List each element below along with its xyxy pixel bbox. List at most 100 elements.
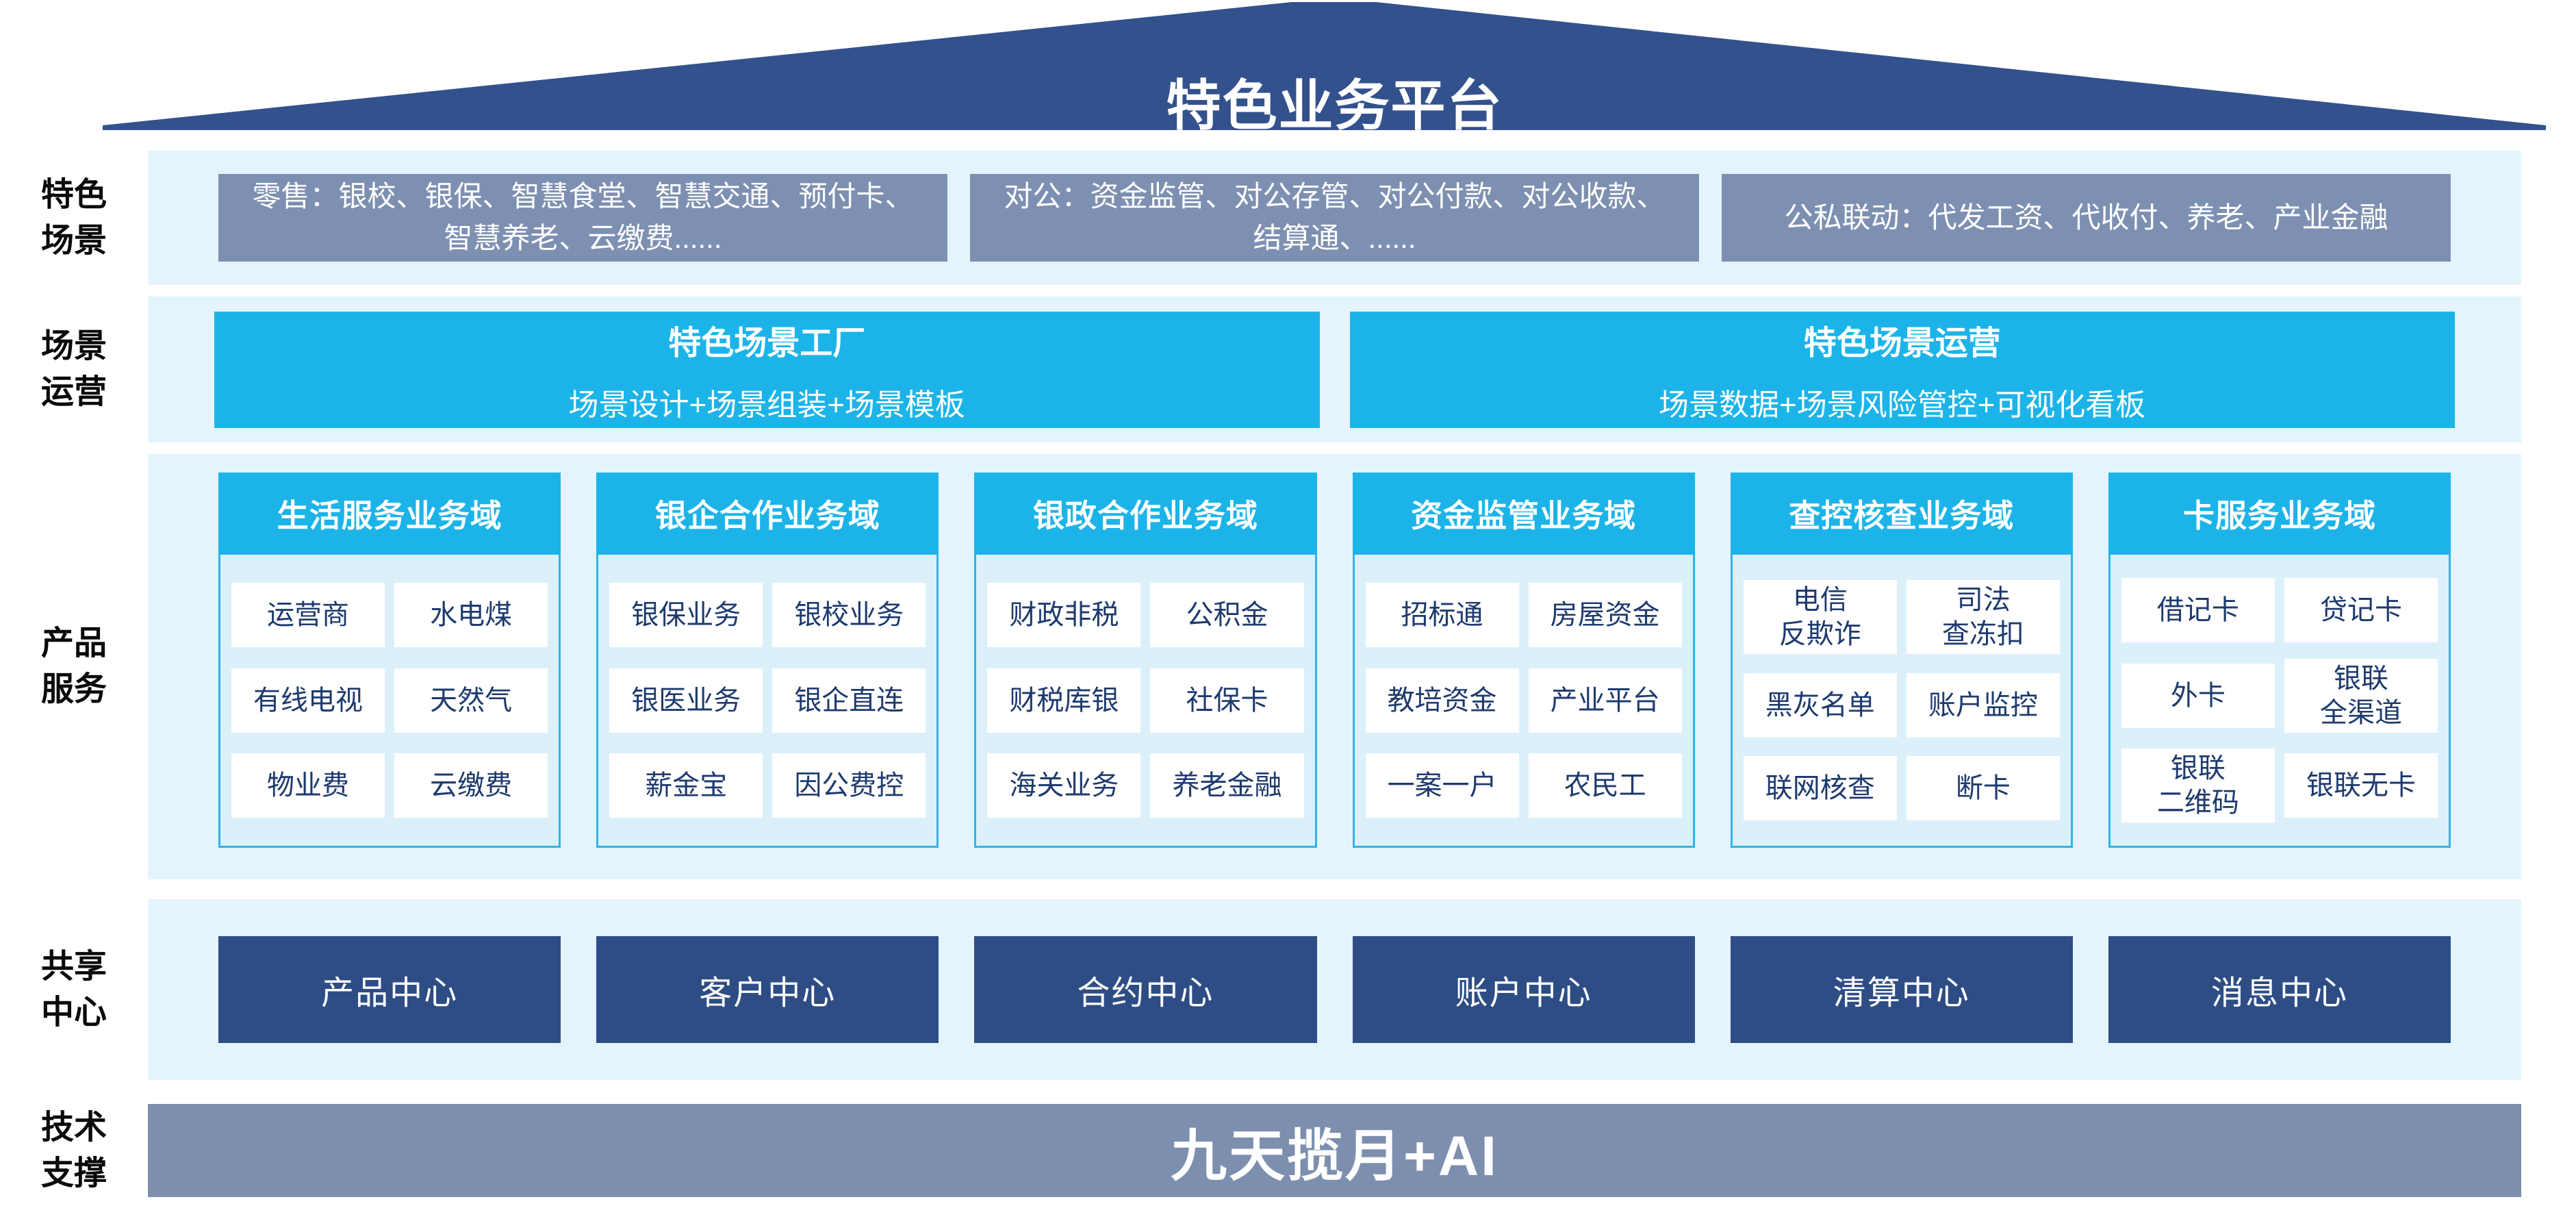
service-cell: 社保卡 [1150,668,1304,733]
domain-header: 卡服务业务域 [2108,473,2451,555]
scene-factory-box: 特色场景工厂 场景设计+场景组装+场景模板 [214,311,1320,428]
center-box-account: 账户中心 [1352,936,1695,1043]
domain-header: 银政合作业务域 [974,473,1317,555]
side-label-tech: 技术 支撑 [40,1109,107,1192]
center-box-customer: 客户中心 [596,936,939,1043]
service-cell: 因公费控 [772,753,926,818]
scenes-band: 零售：银校、银保、智慧食堂、智慧交通、预付卡、智慧养老、云缴费...... 对公… [148,151,2521,285]
roof-banner [103,2,2546,130]
scene-box-retail: 零售：银校、银保、智慧食堂、智慧交通、预付卡、智慧养老、云缴费...... [218,174,947,262]
service-cell: 财税库银 [987,668,1141,733]
domain-column-bank-government: 银政合作业务域 财政非税 公积金 财税库银 社保卡 海关业务 养老金融 [974,473,1317,848]
side-label-shared: 共享 中心 [40,948,107,1031]
service-cell: 账户监控 [1906,672,2060,738]
operation-band: 特色场景工厂 场景设计+场景组装+场景模板 特色场景运营 场景数据+场景风险管控… [148,297,2521,442]
cell-row: 银保业务 银校业务 [609,582,926,647]
service-cell: 天然气 [394,668,548,733]
cell-row: 有线电视 天然气 [231,668,548,733]
cell-row: 招标通 房屋资金 [1365,582,1682,647]
service-cell: 银医业务 [609,668,763,733]
service-cell: 断卡 [1906,755,2060,820]
service-cell: 有线电视 [231,668,385,733]
service-cell: 银联无卡 [2284,753,2438,818]
service-cell: 银保业务 [609,582,763,647]
domain-header: 资金监管业务域 [1352,473,1695,555]
domain-column-life-services: 生活服务业务域 运营商 水电煤 有线电视 天然气 物业费 云缴费 [218,473,561,848]
cell-row: 一案一户 农民工 [1365,753,1682,818]
cell-row: 银医业务 银企直连 [609,668,926,733]
cell-row: 海关业务 养老金融 [987,753,1304,818]
cell-row: 电信 反欺诈 司法 查冻扣 [1743,580,2060,655]
cell-row: 财政非税 公积金 [987,582,1304,647]
service-cell: 水电煤 [394,582,548,647]
service-cell: 物业费 [231,753,385,818]
service-cell: 财政非税 [987,582,1141,647]
roof-shape [103,2,2546,130]
domain-column-card-services: 卡服务业务域 借记卡 贷记卡 外卡 银联 全渠道 银联 二维码 银联无卡 [2108,473,2451,848]
service-cell: 借记卡 [2121,577,2275,642]
scene-factory-title: 特色场景工厂 [668,325,866,362]
service-cell: 运营商 [231,582,385,647]
cell-row: 物业费 云缴费 [231,753,548,818]
service-cell: 黑灰名单 [1743,672,1897,738]
cell-row: 运营商 水电煤 [231,582,548,647]
scene-operation-title: 特色场景运营 [1803,325,2001,362]
service-cell: 云缴费 [394,753,548,818]
domain-body: 银保业务 银校业务 银医业务 银企直连 薪金宝 因公费控 [596,555,939,848]
scene-box-corporate: 对公：资金监管、对公存管、对公付款、对公收款、结算通、...... [970,174,1699,262]
domain-body: 运营商 水电煤 有线电视 天然气 物业费 云缴费 [218,555,561,848]
cell-row: 外卡 银联 全渠道 [2121,658,2438,733]
service-cell: 养老金融 [1150,753,1304,818]
products-band: 生活服务业务域 运营商 水电煤 有线电视 天然气 物业费 云缴费 银企合作业务域 [148,454,2521,879]
domain-body: 借记卡 贷记卡 外卡 银联 全渠道 银联 二维码 银联无卡 [2108,555,2451,848]
service-cell: 银校业务 [772,582,926,647]
domain-column-inquiry-control: 查控核查业务域 电信 反欺诈 司法 查冻扣 黑灰名单 账户监控 联网核查 断卡 [1730,473,2073,848]
center-box-product: 产品中心 [218,936,561,1043]
service-cell: 银企直连 [772,668,926,733]
domain-header: 查控核查业务域 [1730,473,2073,555]
service-cell: 薪金宝 [609,753,763,818]
service-cell: 教培资金 [1365,668,1519,733]
center-box-clearing: 清算中心 [1730,936,2073,1043]
service-cell: 公积金 [1150,582,1304,647]
cell-row: 银联 二维码 银联无卡 [2121,749,2438,823]
scene-operation-subtitle: 场景数据+场景风险管控+可视化看板 [1659,388,2146,422]
side-label-products: 产品 服务 [40,625,107,707]
service-cell: 产业平台 [1528,668,1682,733]
cell-row: 财税库银 社保卡 [987,668,1304,733]
scene-operation-box: 特色场景运营 场景数据+场景风险管控+可视化看板 [1349,311,2455,428]
cell-row: 教培资金 产业平台 [1365,668,1682,733]
center-box-message: 消息中心 [2108,936,2451,1043]
shared-band: 产品中心 客户中心 合约中心 账户中心 清算中心 消息中心 [148,899,2521,1080]
side-label-scenes: 特色 场景 [40,176,107,259]
service-cell: 海关业务 [987,753,1141,818]
domain-column-fund-supervision: 资金监管业务域 招标通 房屋资金 教培资金 产业平台 一案一户 农民工 [1352,473,1695,848]
domain-body: 财政非税 公积金 财税库银 社保卡 海关业务 养老金融 [974,555,1317,848]
service-cell: 农民工 [1528,753,1682,818]
service-cell: 贷记卡 [2284,577,2438,642]
service-cell: 银联 全渠道 [2284,658,2438,733]
domain-body: 招标通 房屋资金 教培资金 产业平台 一案一户 农民工 [1352,555,1695,848]
tech-banner: 九天揽月+AI [148,1104,2521,1197]
side-label-operation: 场景 运营 [40,327,107,410]
cell-row: 联网核查 断卡 [1743,755,2060,820]
service-cell: 房屋资金 [1528,582,1682,647]
service-cell: 司法 查冻扣 [1906,580,2060,655]
scene-box-public-private: 公私联动：代发工资、代收付、养老、产业金融 [1722,174,2451,262]
service-cell: 联网核查 [1743,755,1897,820]
service-cell: 电信 反欺诈 [1743,580,1897,655]
domain-column-bank-enterprise: 银企合作业务域 银保业务 银校业务 银医业务 银企直连 薪金宝 因公费控 [596,473,939,848]
domain-body: 电信 反欺诈 司法 查冻扣 黑灰名单 账户监控 联网核查 断卡 [1730,555,2073,848]
service-cell: 外卡 [2121,663,2275,728]
service-cell: 一案一户 [1365,753,1519,818]
domain-header: 银企合作业务域 [596,473,939,555]
domain-header: 生活服务业务域 [218,473,561,555]
scene-factory-subtitle: 场景设计+场景组装+场景模板 [568,388,965,422]
service-cell: 招标通 [1365,582,1519,647]
cell-row: 借记卡 贷记卡 [2121,577,2438,642]
platform-title: 特色业务平台 [1166,75,1503,136]
cell-row: 黑灰名单 账户监控 [1743,672,2060,738]
service-cell: 银联 二维码 [2121,749,2275,823]
center-box-contract: 合约中心 [974,936,1317,1043]
